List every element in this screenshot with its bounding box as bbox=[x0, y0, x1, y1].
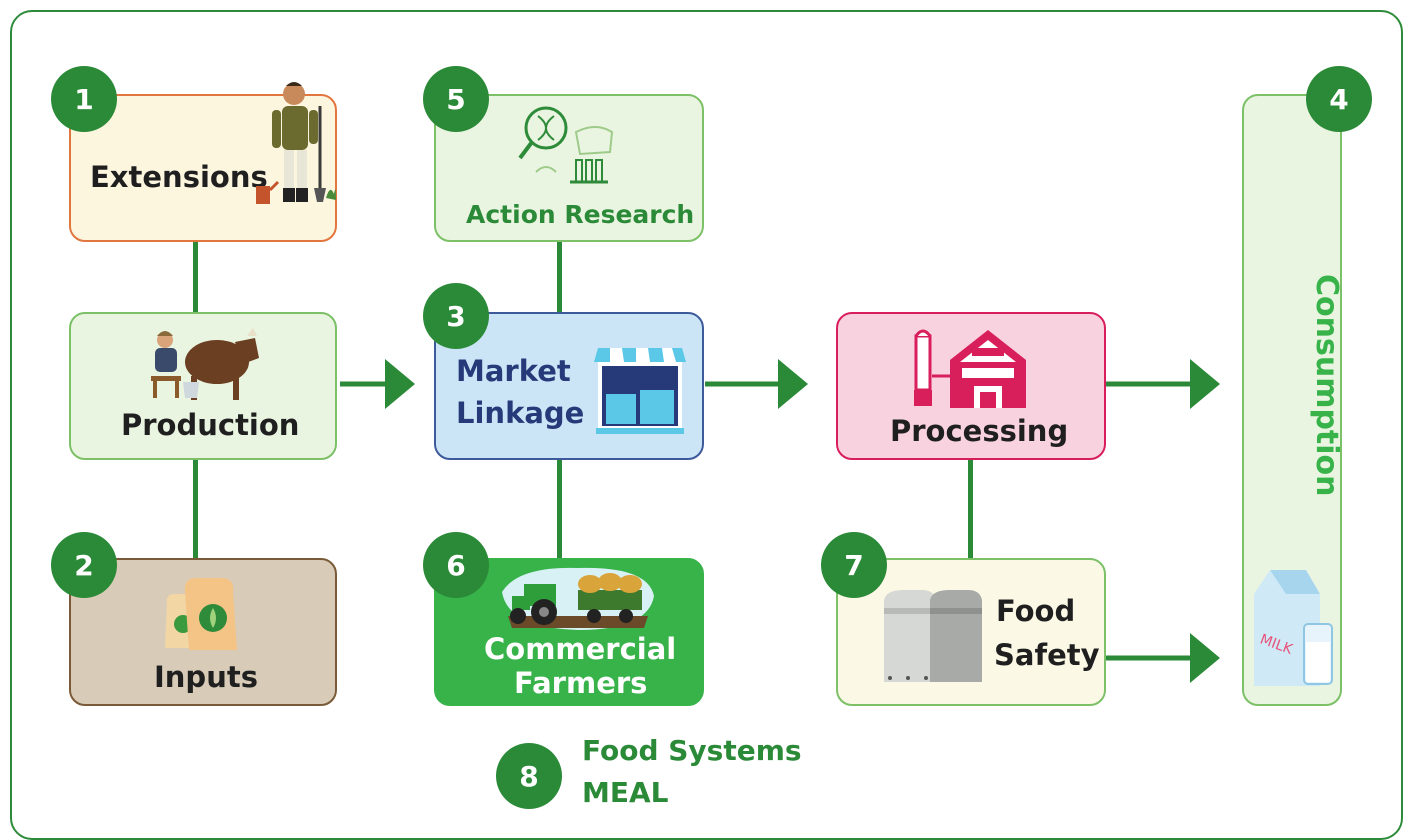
food-safety-label-line2: Safety bbox=[994, 638, 1100, 672]
food-safety-label-line1: Food bbox=[996, 594, 1076, 628]
consumption-label: Consumption bbox=[1309, 274, 1344, 497]
inputs-box[interactable]: Inputs bbox=[69, 558, 337, 706]
tractor-icon bbox=[502, 567, 654, 630]
badge-inputs: 2 bbox=[51, 532, 117, 598]
inputs-label: Inputs bbox=[154, 660, 258, 694]
connector-extensions-production bbox=[193, 240, 198, 314]
production-label: Production bbox=[121, 408, 300, 442]
meal-label-line2: MEAL bbox=[582, 776, 669, 809]
processing-plant-icon bbox=[914, 329, 1026, 408]
dairy-cow-icon bbox=[151, 328, 259, 400]
commercial-farmers-label-line1: Commercial bbox=[484, 632, 677, 666]
farmer-icon bbox=[256, 82, 336, 204]
action-research-box[interactable]: Action Research bbox=[434, 94, 704, 242]
processing-label: Processing bbox=[890, 414, 1069, 448]
consumption-box[interactable]: Consumption MILK bbox=[1242, 94, 1344, 706]
store-icon bbox=[594, 348, 686, 434]
market-linkage-label-line1: Market bbox=[456, 354, 571, 388]
milk-cans-icon bbox=[884, 590, 982, 682]
production-box[interactable]: Production bbox=[69, 312, 337, 460]
commercial-farmers-label-line2: Farmers bbox=[514, 666, 648, 700]
extensions-box[interactable]: Extensions bbox=[69, 82, 337, 242]
food-safety-box[interactable]: Food Safety bbox=[836, 558, 1106, 706]
connector-market-commercial bbox=[557, 458, 562, 560]
meal-label-line1: Food Systems bbox=[582, 734, 802, 767]
connector-research-market bbox=[557, 240, 562, 314]
action-research-label: Action Research bbox=[466, 200, 695, 229]
badge-meal: 8 bbox=[496, 743, 562, 809]
seed-bags-icon bbox=[165, 578, 237, 650]
commercial-farmers-box[interactable]: Commercial Farmers bbox=[434, 558, 704, 706]
research-icon bbox=[518, 106, 614, 184]
extensions-label: Extensions bbox=[90, 160, 268, 194]
processing-box[interactable]: Processing bbox=[836, 312, 1106, 460]
badge-consumption: 4 bbox=[1306, 66, 1372, 132]
market-linkage-label-line2: Linkage bbox=[456, 396, 585, 430]
badge-extensions: 1 bbox=[51, 66, 117, 132]
badge-commercial-farmers: 6 bbox=[423, 532, 489, 598]
badge-market-linkage: 3 bbox=[423, 283, 489, 349]
milk-carton-icon: MILK bbox=[1254, 570, 1333, 686]
badge-action-research: 5 bbox=[423, 66, 489, 132]
connector-production-inputs bbox=[193, 458, 198, 560]
connector-processing-foodsafety bbox=[968, 458, 973, 560]
badge-food-safety: 7 bbox=[821, 532, 887, 598]
